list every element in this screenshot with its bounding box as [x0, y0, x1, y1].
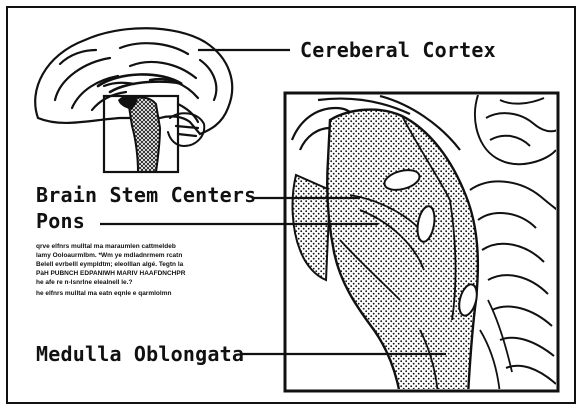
caption-line: PàH PUBNCH EDPANIWH MARIV HAAFDNCHPR — [36, 269, 276, 278]
caption-text-block: qrve elfnrs mulltal ma maraumlen cattmel… — [36, 242, 276, 298]
caption-note: he elfnrs mulltal ma eatn eqnle e qarmlo… — [36, 289, 276, 298]
label-brain-stem-centers: Brain Stem Centers — [36, 183, 256, 207]
label-cereberal-cortex: Cereberal Cortex — [300, 38, 496, 62]
label-medulla-oblongata: Medulla Oblongata — [36, 342, 244, 366]
label-pons: Pons — [36, 209, 85, 233]
caption-line: lamy Ooloaurmlbm. *Wm ye mdladnrmem rcat… — [36, 251, 276, 260]
caption-line: qrve elfnrs mulltal ma maraumlen cattmel… — [36, 242, 276, 251]
caption-line: Belell evrbelll eympldtm; eleolllan algé… — [36, 260, 276, 269]
caption-line: he afe re n-lsnrlne elealnell le.? — [36, 278, 276, 287]
